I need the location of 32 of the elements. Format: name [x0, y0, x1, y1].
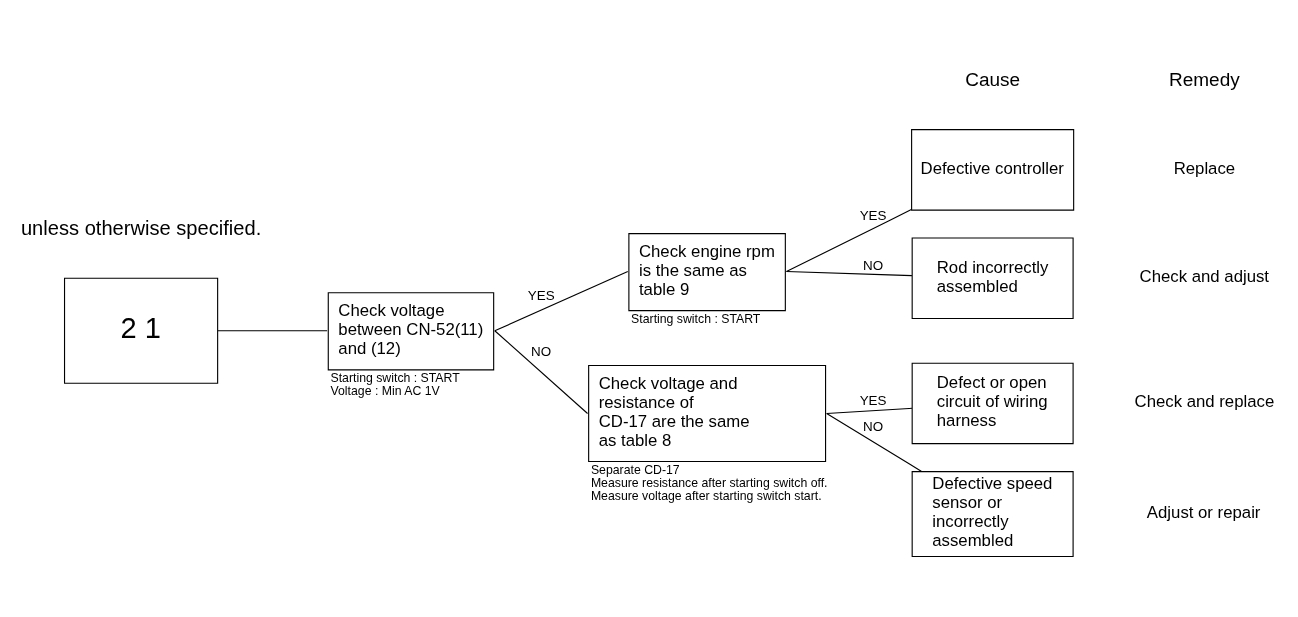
node-label: Separate CD-17 [590, 462, 680, 477]
node-box: Defective controller [911, 128, 1075, 211]
label: Replace [1173, 158, 1236, 178]
node-box: Defect or open circuit of wiring harness [911, 362, 1074, 444]
connector [494, 329, 589, 414]
edge-label: NO [863, 418, 884, 434]
label: unless otherwise specified. [20, 216, 262, 239]
node-box: Check voltage between CN-52(11) and (12) [327, 291, 495, 370]
node-box: Rod incorrectly assembled [911, 237, 1074, 319]
label: Adjust or repair [1146, 502, 1261, 522]
node-label: Starting switch : START [631, 311, 761, 326]
label: Check and replace [1134, 391, 1275, 411]
connector [785, 270, 913, 276]
label: Remedy [1169, 68, 1240, 90]
connector [217, 329, 328, 331]
node-box: Check voltage and resistance of CD-17 are the same as table 8 [588, 364, 827, 462]
connector [826, 412, 923, 472]
node-box: 2 1 [64, 277, 219, 384]
node-box: Defective speed sensor or incorrectly assembled [911, 470, 1074, 557]
node-box: Check engine rpm is the same as table 9 [628, 232, 786, 311]
node-label: Starting switch : START [330, 370, 460, 385]
connector [826, 407, 913, 414]
connector [494, 270, 629, 331]
label: Cause [965, 68, 1021, 90]
edge-label: NO [863, 257, 884, 273]
edge-label: YES [859, 207, 887, 223]
label: Check and adjust [1139, 266, 1270, 286]
edge-label: NO [531, 343, 552, 359]
node-label: Measure resistance after starting switch off. [590, 475, 828, 490]
edge-label: YES [859, 392, 887, 408]
edge-label: YES [527, 287, 555, 303]
connector [785, 208, 912, 272]
